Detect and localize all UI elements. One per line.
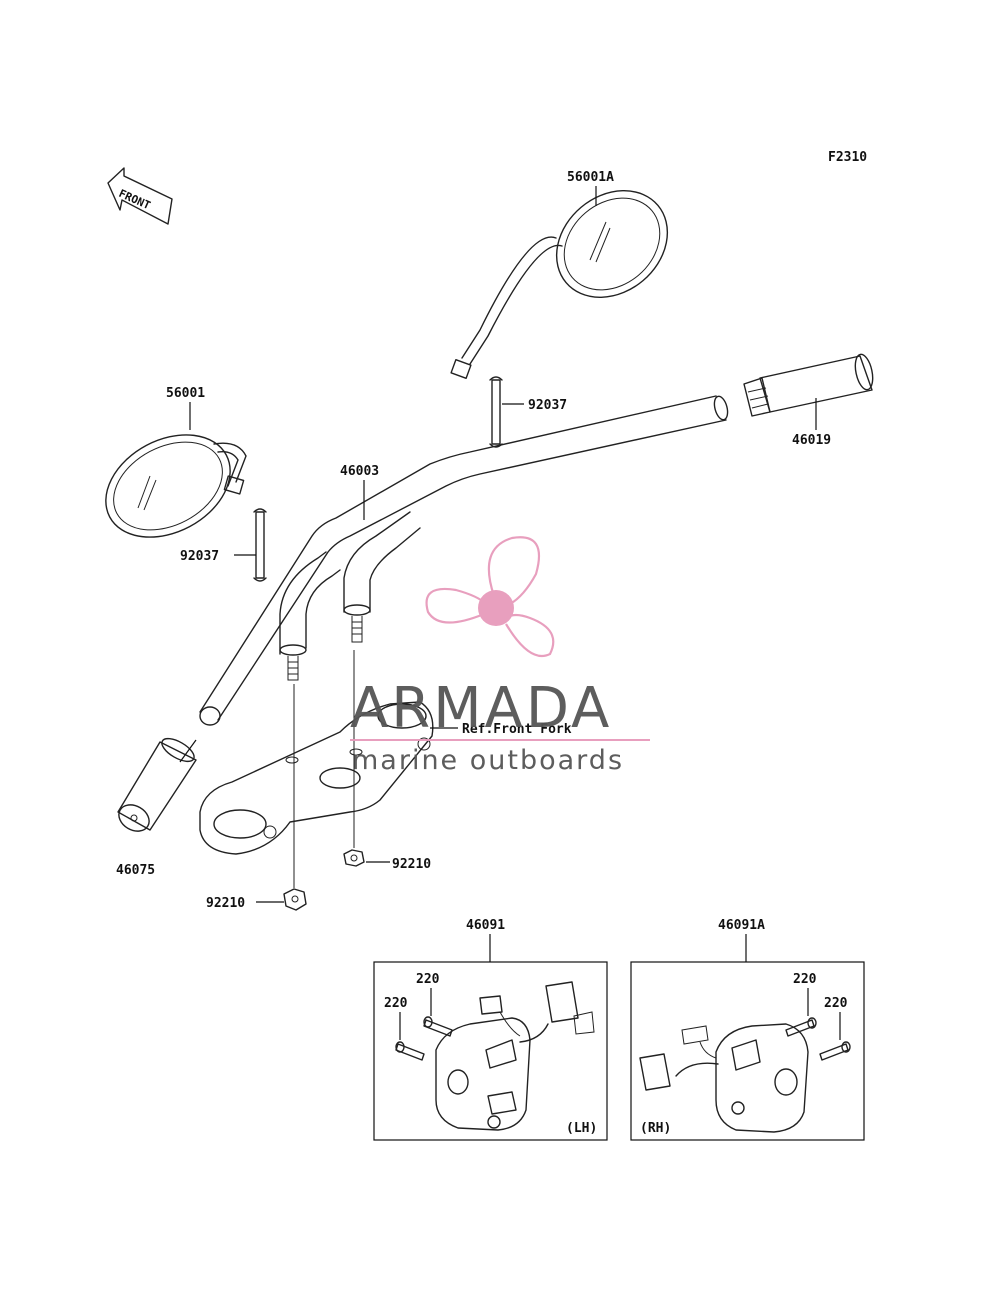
switch-lh-side: (LH) — [566, 1121, 597, 1136]
mirror-right-number: 56001A — [567, 170, 614, 185]
screw-lh-1-number: 220 — [416, 972, 440, 987]
switch-lh-number: 46091 — [466, 918, 505, 933]
grip-right-number: 46019 — [792, 433, 831, 448]
clamp-upper — [489, 376, 503, 448]
screw-rh-1-number: 220 — [793, 972, 817, 987]
nut-right — [343, 849, 365, 867]
watermark-title: ARMADA — [350, 676, 612, 741]
screw-lh-2-number: 220 — [384, 996, 408, 1011]
switch-lh — [435, 981, 595, 1131]
mirror-left-number: 56001 — [166, 386, 205, 401]
front-arrow-label: FRONT — [117, 187, 153, 212]
grip-left — [117, 737, 197, 832]
clamp-left — [253, 508, 267, 582]
watermark-subtitle: marine outboards — [352, 745, 624, 776]
switch-rh-side: (RH) — [640, 1121, 671, 1136]
clamp-upper-number: 92037 — [528, 398, 567, 413]
screw-rh-2 — [819, 1041, 851, 1061]
screw-lh-1 — [423, 1016, 453, 1037]
nut-right-number: 92210 — [392, 857, 431, 872]
nut-left — [283, 888, 307, 911]
armada-watermark: ARMADA marine outboards — [350, 536, 650, 776]
switch-rh-number: 46091A — [718, 918, 765, 933]
mirror-right — [450, 190, 669, 380]
figure-code: F2310 — [828, 150, 867, 165]
screw-rh-1 — [785, 1017, 817, 1037]
propeller-logo-icon — [425, 536, 555, 657]
handlebar — [199, 395, 729, 726]
grip-left-number: 46075 — [116, 863, 155, 878]
handlebar-number: 46003 — [340, 464, 379, 479]
ref-front-fork-label: Ref.Front Fork — [462, 722, 572, 737]
switch-lh-box — [373, 961, 608, 1141]
mirror-left — [105, 434, 247, 538]
switch-rh-box — [630, 961, 865, 1141]
switch-rh — [639, 1023, 809, 1133]
nut-left-number: 92210 — [206, 896, 245, 911]
grip-right — [743, 353, 874, 417]
screw-rh-2-number: 220 — [824, 996, 848, 1011]
front-arrow-icon: FRONT — [107, 167, 173, 225]
steering-stem — [199, 701, 434, 855]
screw-lh-2 — [395, 1041, 425, 1061]
clamp-left-number: 92037 — [180, 549, 219, 564]
